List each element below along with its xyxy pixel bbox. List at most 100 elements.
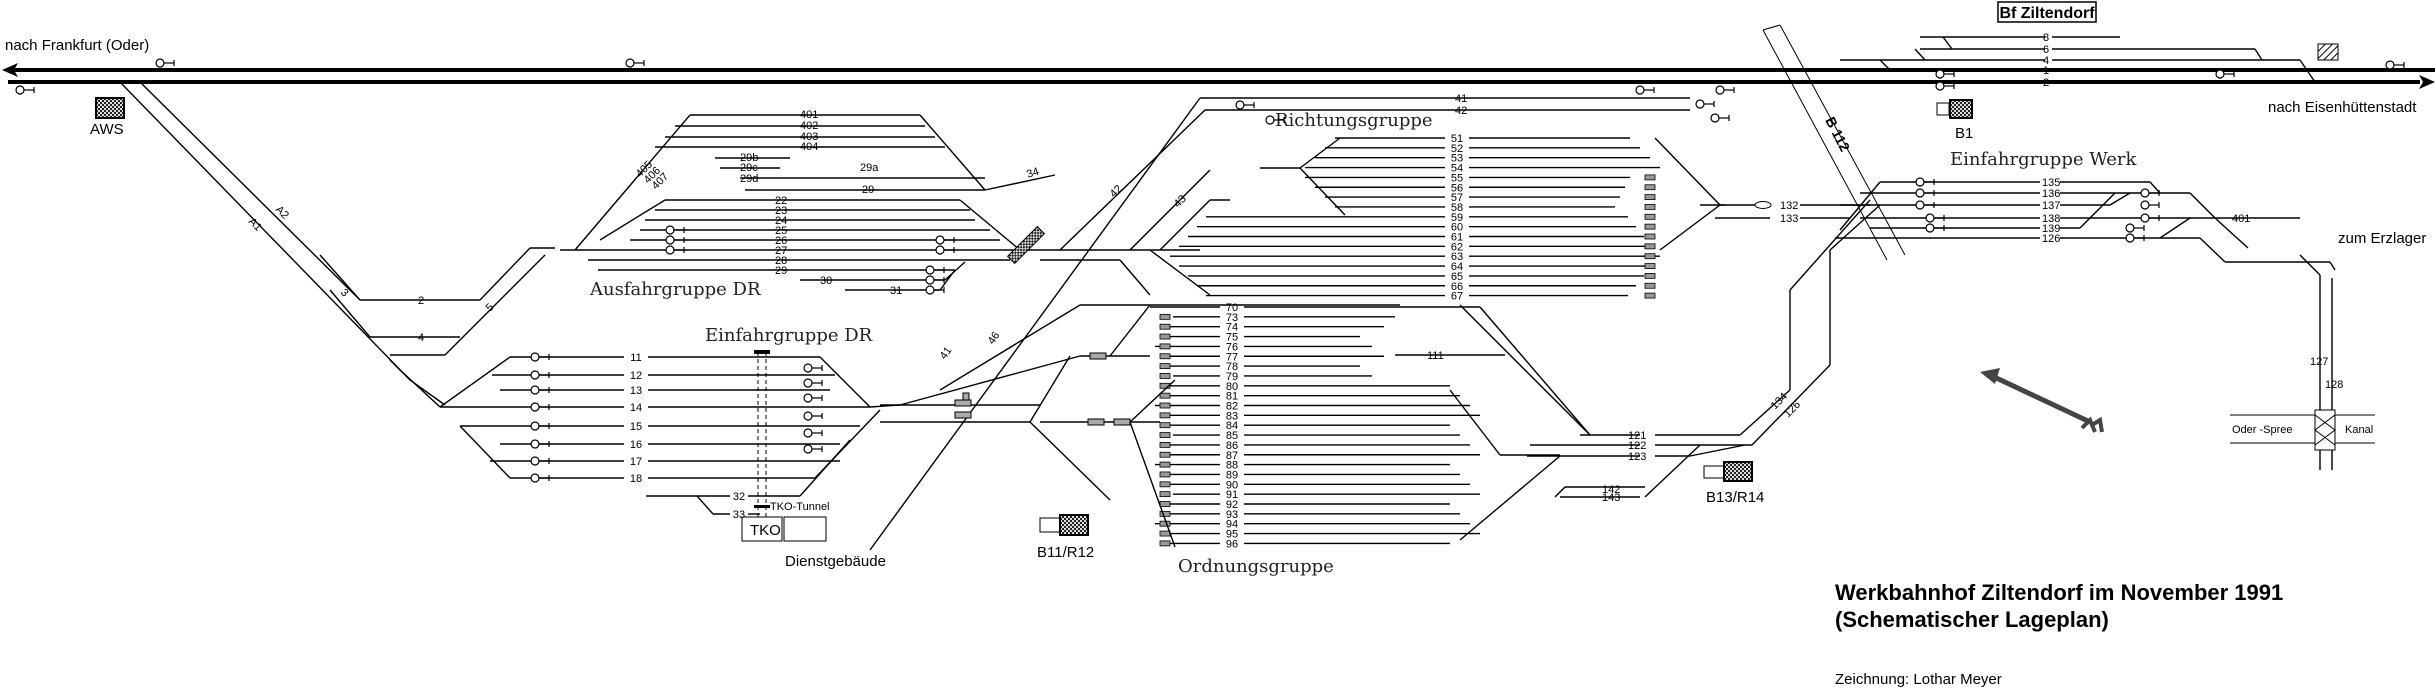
retarder-icon	[1159, 412, 1171, 419]
signal-icon	[1265, 115, 1285, 125]
svg-text:46: 46	[986, 330, 1003, 347]
signal-icon	[665, 235, 685, 245]
track-label: 66	[1451, 281, 1463, 293]
svg-text:24: 24	[775, 215, 787, 227]
approach-tracks: A2 A1 2 4 3 5	[119, 81, 555, 406]
track-label: 12	[630, 370, 642, 382]
retarder-icon	[1159, 520, 1171, 527]
direction-west-label: nach Frankfurt (Oder)	[5, 37, 149, 54]
svg-text:139: 139	[2042, 223, 2060, 235]
group-label-ordnungsgruppe: Ordnungsgruppe	[1178, 556, 1334, 577]
track-label: 77	[1226, 351, 1238, 363]
svg-text:29: 29	[862, 184, 874, 196]
track-label: 79	[1226, 371, 1238, 383]
signal-icon	[1925, 213, 1945, 223]
aws-building-icon	[95, 97, 125, 119]
svg-text:27: 27	[775, 245, 787, 257]
track-label: 84	[1226, 420, 1238, 432]
retarder-icon	[1644, 243, 1656, 250]
track-label: 53	[1451, 153, 1463, 165]
svg-text:29a: 29a	[860, 162, 879, 174]
signal-icon	[2140, 200, 2160, 210]
signal-icon	[1915, 188, 1935, 198]
track-label: 74	[1226, 322, 1238, 334]
signal-icon	[1695, 99, 1715, 109]
svg-text:2: 2	[2043, 77, 2049, 89]
track-label: 67	[1451, 291, 1463, 303]
exit-tracks: 111 121 122 123 142 143 134 126 132 133	[1395, 199, 1881, 504]
signal-icon	[1710, 113, 1730, 123]
author-credit: Zeichnung: Lothar Meyer	[1835, 671, 2002, 688]
retarder-icon	[1644, 184, 1656, 191]
track-label: 56	[1451, 182, 1463, 194]
signal-icon	[925, 275, 945, 285]
title-line-2: (Schematischer Lageplan)	[1835, 607, 2109, 632]
svg-text:A2: A2	[273, 204, 291, 222]
connector-tracks: 41 42 42 43	[869, 93, 1690, 551]
signal-icon	[625, 58, 645, 68]
signal-icon	[925, 285, 945, 295]
signal-icon	[530, 352, 550, 362]
signal-icon	[803, 444, 823, 454]
ausfahrgruppe-dr: 401 402 403 404 405 406 407 29b 29c 29d …	[560, 109, 1056, 297]
track-label: 16	[630, 439, 642, 451]
svg-text:42: 42	[1455, 105, 1467, 117]
direction-erzlager-label: zum Erzlager	[2338, 230, 2426, 247]
signal-icon	[15, 85, 35, 95]
signal-icon	[935, 235, 955, 245]
svg-text:122: 122	[1628, 440, 1646, 452]
retarder-icon	[1159, 491, 1171, 498]
svg-text:A1: A1	[246, 216, 264, 234]
retarder-icon	[1644, 263, 1656, 269]
signal-icon	[803, 411, 823, 421]
arrow-east-icon	[2419, 75, 2435, 89]
svg-text:111: 111	[1427, 350, 1444, 362]
signal-icon	[1715, 85, 1735, 95]
direction-east-label: nach Eisenhüttenstadt	[2268, 99, 2417, 116]
track-label: 90	[1226, 479, 1238, 491]
retarder-icon	[1644, 282, 1656, 289]
track-label: 85	[1226, 430, 1238, 442]
svg-text:126: 126	[2042, 233, 2060, 245]
svg-text:42: 42	[1108, 183, 1125, 200]
track-label: 87	[1226, 450, 1238, 462]
b1-label: B1	[1955, 125, 1973, 142]
track-label: 73	[1226, 312, 1238, 324]
group-label-richtungsgruppe: Richtungsgruppe	[1275, 110, 1433, 131]
track-label: 81	[1226, 391, 1238, 403]
retarder-icon	[1159, 323, 1171, 330]
retarder-icon	[1159, 382, 1171, 389]
retarder-icon	[1159, 313, 1171, 320]
svg-text:25: 25	[775, 225, 787, 237]
track-label: 63	[1451, 251, 1463, 263]
svg-text:121: 121	[1628, 430, 1646, 442]
track-label: 54	[1451, 163, 1463, 175]
track-label: 17	[630, 456, 642, 468]
track-label: 93	[1226, 509, 1238, 521]
retarder-icon	[1159, 471, 1171, 478]
signal-icon	[935, 245, 955, 255]
retarder-icon	[1644, 253, 1656, 260]
svg-text:138: 138	[2042, 213, 2060, 225]
signal-icon	[665, 225, 685, 235]
svg-text:137: 137	[2042, 200, 2060, 212]
track-label: 32	[733, 491, 745, 503]
signal-icon	[530, 402, 550, 412]
b13-building-icon	[1723, 461, 1753, 482]
track-label: 83	[1226, 410, 1238, 422]
track-label: 11	[630, 352, 641, 364]
svg-text:29c: 29c	[740, 162, 758, 174]
middle-junction: 46 41	[880, 304, 1400, 501]
svg-text:8: 8	[2043, 32, 2049, 44]
retarder-icon	[1644, 223, 1656, 230]
canal-label-left: Oder -Spree	[2232, 424, 2293, 436]
retarder-icon	[1159, 461, 1171, 468]
track-label: 88	[1226, 460, 1238, 472]
svg-text:34: 34	[1025, 166, 1040, 181]
track-label: 52	[1451, 143, 1463, 155]
svg-text:1: 1	[2043, 65, 2049, 77]
retarder-icon	[1159, 392, 1171, 399]
station-name: Bf Ziltendorf	[1999, 5, 2095, 22]
signal-icon	[665, 245, 685, 255]
